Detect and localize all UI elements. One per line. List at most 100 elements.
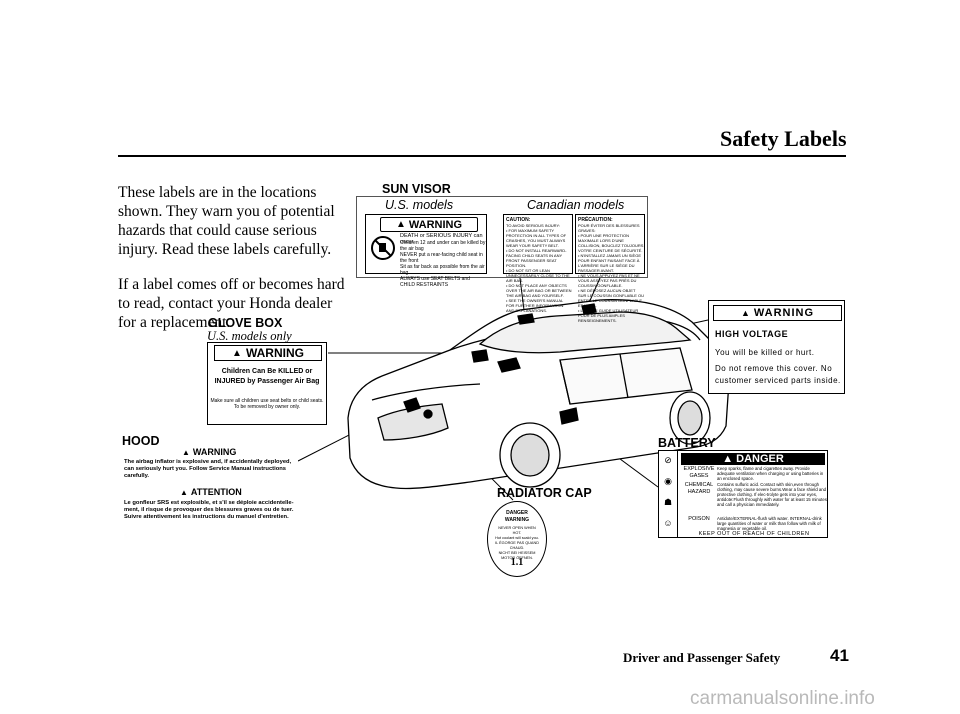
- high-voltage-line: You will be killed or hurt.: [715, 348, 815, 357]
- list-item: ALWAYS use SEAT BELTS and CHILD RESTRAIN…: [400, 276, 470, 288]
- high-voltage-warning-banner: ▲ WARNING: [713, 305, 842, 321]
- list-item: • NE VOUS APPUYEZ PAS ET NE VOUS ASSEYEZ…: [578, 273, 640, 288]
- high-voltage-text: You will be killed or hurt. Do not remov…: [715, 347, 841, 387]
- radiator-danger-word: DANGER: [506, 510, 528, 516]
- list-item: • POUR UNE PROTECTION MAXIMALE LORS D'UN…: [578, 233, 644, 253]
- glove-box-small-text: Make sure all children use seat belts or…: [208, 398, 326, 410]
- glove-box-warning-banner: ▲ WARNING: [214, 345, 322, 361]
- glove-box-small-line: To be removed by owner only.: [233, 404, 301, 410]
- list-item: • DO NOT INSTALL REARWARD-FACING CHILD S…: [506, 248, 567, 268]
- sun-visor-us-label: ▲ WARNING DEATH or SERIOUS INJURY can oc…: [365, 214, 487, 288]
- list-item: • DO NOT PLACE ANY OBJECTS OVER THE AIR …: [506, 283, 572, 298]
- warning-triangle-icon: ▲: [232, 347, 242, 359]
- warning-triangle-icon: ▲: [395, 219, 406, 230]
- footer-section-title: Driver and Passenger Safety: [623, 650, 781, 665]
- no-child-seat-icon: [371, 236, 395, 260]
- list-item: • LISEZ LE GUIDE UTILISATEUR POUR DE PLU…: [578, 308, 639, 323]
- no-flame-icon: ⊘: [664, 455, 672, 465]
- high-voltage-label: ▲ WARNING HIGH VOLTAGE You will be kille…: [708, 300, 845, 394]
- hood-attention-banner: ▲ ATTENTION: [180, 487, 242, 497]
- hood-label: ▲ WARNING The airbag inflator is explosi…: [122, 447, 298, 543]
- caution-text: TO AVOID SERIOUS INJURY: • FOR MAXIMUM S…: [506, 223, 572, 313]
- list-item: Children 12 and under can be killed by t…: [400, 240, 486, 252]
- warning-triangle-icon: ▲: [180, 487, 188, 497]
- battery-row-text: Keep sparks, flame and cigarettes away. …: [717, 466, 824, 481]
- radiator-cap-label: DANGER WARNING NEVER OPEN WHEN HOT. Hot …: [487, 501, 547, 577]
- precaution-title: PRÉCAUTION:: [578, 217, 613, 223]
- high-voltage-line: Do not remove this cover. No customer se…: [715, 364, 841, 385]
- radiator-cap-heading: RADIATOR CAP: [497, 486, 592, 500]
- sun-visor-caution-label: CAUTION: TO AVOID SERIOUS INJURY: • FOR …: [503, 214, 573, 313]
- battery-row-label: CHEMICAL HAZARD: [684, 482, 714, 495]
- car-body: [347, 299, 730, 490]
- eye-protection-icon: ◉: [664, 476, 672, 486]
- intro-paragraph-2: If a label comes off or becomes hard to …: [118, 276, 345, 331]
- high-voltage-heading: HIGH VOLTAGE: [715, 329, 789, 339]
- sun-visor-heading: SUN VISOR: [382, 182, 451, 196]
- list-item: NEVER put a rear-facing child seat in th…: [400, 252, 483, 264]
- battery-row-text: Contains sulfuric acid. Contact with ski…: [717, 482, 827, 507]
- glove-box-small-line: Make sure all children use seat belts or…: [210, 398, 324, 404]
- glove-box-main-line: Children Can Be KILLED or: [221, 368, 313, 375]
- battery-danger-banner: ▲ DANGER: [681, 453, 825, 465]
- battery-label: ⊘ ◉ ☗ ☺ ▲ DANGER EXPLOSIVE GASES Keep sp…: [658, 450, 828, 538]
- glove-box-main-text: Children Can Be KILLED or INJURED by Pas…: [208, 367, 326, 387]
- glove-box-main-line: INJURED by Passenger Air Bag: [214, 378, 320, 385]
- title-rule: [118, 155, 846, 157]
- hood-attention-word: ATTENTION: [190, 487, 242, 497]
- glove-box-warning-word: WARNING: [245, 346, 304, 360]
- glove-box-caption: U.S. models only: [207, 329, 292, 343]
- list-item: • DO NOT SIT OR LEAN UNNECESSARILY CLOSE…: [506, 268, 570, 283]
- hood-heading: HOOD: [122, 434, 160, 448]
- hood-attention-text: Le gonfleur SRS est explosible, et s'il …: [124, 500, 294, 520]
- battery-row-label: EXPLOSIVE GASES: [683, 466, 715, 479]
- caution-title: CAUTION:: [506, 217, 531, 223]
- list-item: Sit as far back as possible from the air…: [400, 264, 485, 276]
- keep-children-away-icon: ☺: [663, 518, 673, 528]
- sun-visor-us-caption: U.S. models: [385, 198, 454, 212]
- radiator-rating: 1.1: [510, 557, 524, 568]
- warning-triangle-icon: ▲: [182, 447, 190, 457]
- sun-visor-warning-word: WARNING: [408, 218, 463, 231]
- battery-footer: KEEP OUT OF REACH OF CHILDREN: [698, 531, 810, 537]
- acid-icon: ☗: [663, 497, 673, 507]
- list-item: • NE DÉPOSEZ AUCUN OBJET SUR LE COUSSIN …: [578, 288, 645, 308]
- table-row: EXPLOSIVE GASES Keep sparks, flame and c…: [681, 466, 827, 482]
- page-number: 41: [830, 646, 849, 665]
- watermark: carmanualsonline.info: [690, 688, 875, 709]
- list-item: • N'INSTALLEZ JAMAIS UN SIÈGE POUR ENFAN…: [578, 253, 641, 273]
- warning-triangle-icon: ▲: [740, 308, 750, 318]
- radiator-line: IL ÉGORGE PAS QUAND CHAUD.: [495, 541, 539, 550]
- intro-paragraph-1: These labels are in the locations shown.…: [118, 184, 335, 258]
- list-item: • SEE THE OWNER'S MANUAL FOR FURTHER INF…: [506, 298, 564, 313]
- page-title: Safety Labels: [720, 126, 847, 151]
- sun-visor-warn-text: DEATH or SERIOUS INJURY can occur: [400, 233, 483, 245]
- intro-text: These labels are in the locations shown.…: [118, 183, 348, 348]
- list-item: TO AVOID SERIOUS INJURY:: [506, 223, 561, 228]
- sun-visor-warn-items: Children 12 and under can be killed by t…: [400, 240, 486, 288]
- precaution-text: POUR ÉVITER DES BLESSURES GRAVES: • POUR…: [578, 223, 644, 323]
- battery-danger-word: DANGER: [736, 453, 784, 465]
- warning-triangle-icon: ▲: [722, 453, 737, 465]
- list-item: • FOR MAXIMUM SAFETY PROTECTION IN ALL T…: [506, 228, 567, 248]
- hood-warning-word: WARNING: [192, 447, 237, 457]
- battery-row-text: Antidote/EXTERNAL-flush with water. INTE…: [717, 516, 822, 531]
- battery-row-label: POISON: [688, 516, 710, 522]
- battery-heading: BATTERY: [658, 436, 716, 450]
- sun-visor-canada-caption: Canadian models: [527, 198, 625, 212]
- table-row: POISON Antidote/EXTERNAL-flush with wate…: [681, 516, 827, 532]
- radiator-line: NICHT BEI HEISSEM MOTOR ÖFFNEN.: [498, 551, 536, 560]
- battery-rows: EXPLOSIVE GASES Keep sparks, flame and c…: [681, 466, 827, 532]
- list-item: POUR ÉVITER DES BLESSURES GRAVES:: [578, 223, 640, 233]
- hood-warning-banner: ▲ WARNING: [182, 447, 236, 457]
- sun-visor-label-frame: U.S. models Canadian models ▲ WARNING DE…: [356, 196, 648, 323]
- radiator-warning-word: WARNING: [504, 517, 530, 523]
- radiator-text: NEVER OPEN WHEN HOT. Hot coolant will sc…: [494, 526, 540, 561]
- radiator-line: NEVER OPEN WHEN HOT.: [498, 526, 536, 535]
- glove-box-label: ▲ WARNING Children Can Be KILLED or INJU…: [207, 342, 327, 425]
- battery-icon-column: ⊘ ◉ ☗ ☺: [659, 451, 678, 537]
- hood-warning-text: The airbag inflator is explosive and, if…: [124, 459, 292, 479]
- radiator-line: Hot coolant will scald you.: [495, 536, 539, 540]
- sun-visor-precaution-label: PRÉCAUTION: POUR ÉVITER DES BLESSURES GR…: [575, 214, 645, 323]
